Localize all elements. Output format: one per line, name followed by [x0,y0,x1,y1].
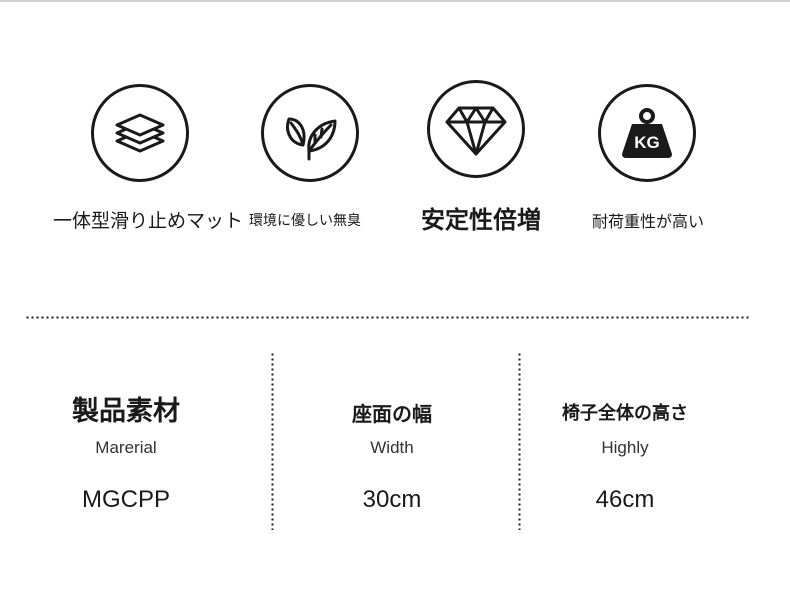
spec-material-value: MGCPP [81,486,170,513]
spec-material-title: 製品素材 [72,396,180,427]
spec-height-title: 椅子全体の高さ [562,403,688,424]
diamond-icon [427,80,525,178]
horizontal-dotted-divider [25,316,749,319]
feature-label-load: 耐荷重性が高い [592,212,705,231]
feature-label-anti-slip: 一体型滑り止めマット [53,210,244,232]
weight-badge-text: KG [634,133,660,152]
vertical-dotted-divider [518,352,521,530]
feature-label-stability: 安定性倍増 [421,206,541,234]
spec-height-subtitle: Highly [601,438,649,457]
spec-height-value: 46cm [595,486,655,513]
weight-icon: KG [598,84,696,182]
layers-icon [91,84,189,182]
spec-material-subtitle: Marerial [95,438,157,457]
feature-label-eco: 環境に優しい無臭 [249,213,361,229]
leaf-icon [261,84,359,182]
spec-width-title: 座面の幅 [352,402,432,426]
vertical-dotted-divider [271,352,274,530]
spec-width-value: 30cm [362,486,422,513]
spec-width-subtitle: Width [370,438,414,457]
top-divider-line [0,0,790,2]
